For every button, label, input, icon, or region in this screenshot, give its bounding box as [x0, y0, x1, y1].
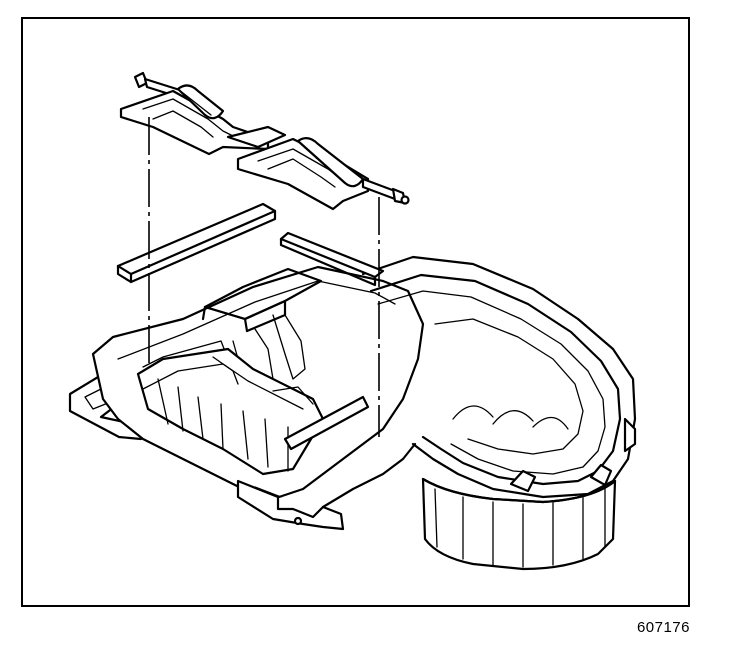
- blower-scroll: [361, 255, 637, 499]
- blower-motor-housing: [421, 463, 617, 571]
- lower-housing: [68, 265, 425, 531]
- seal-strips: [116, 202, 385, 287]
- hvac-case-exploded-diagram: [68, 71, 637, 571]
- illustration-frame: [21, 17, 690, 607]
- air-door-with-shaft: [119, 71, 410, 211]
- figure-number: 607176: [636, 619, 690, 636]
- exploded-view-lines: [148, 117, 380, 437]
